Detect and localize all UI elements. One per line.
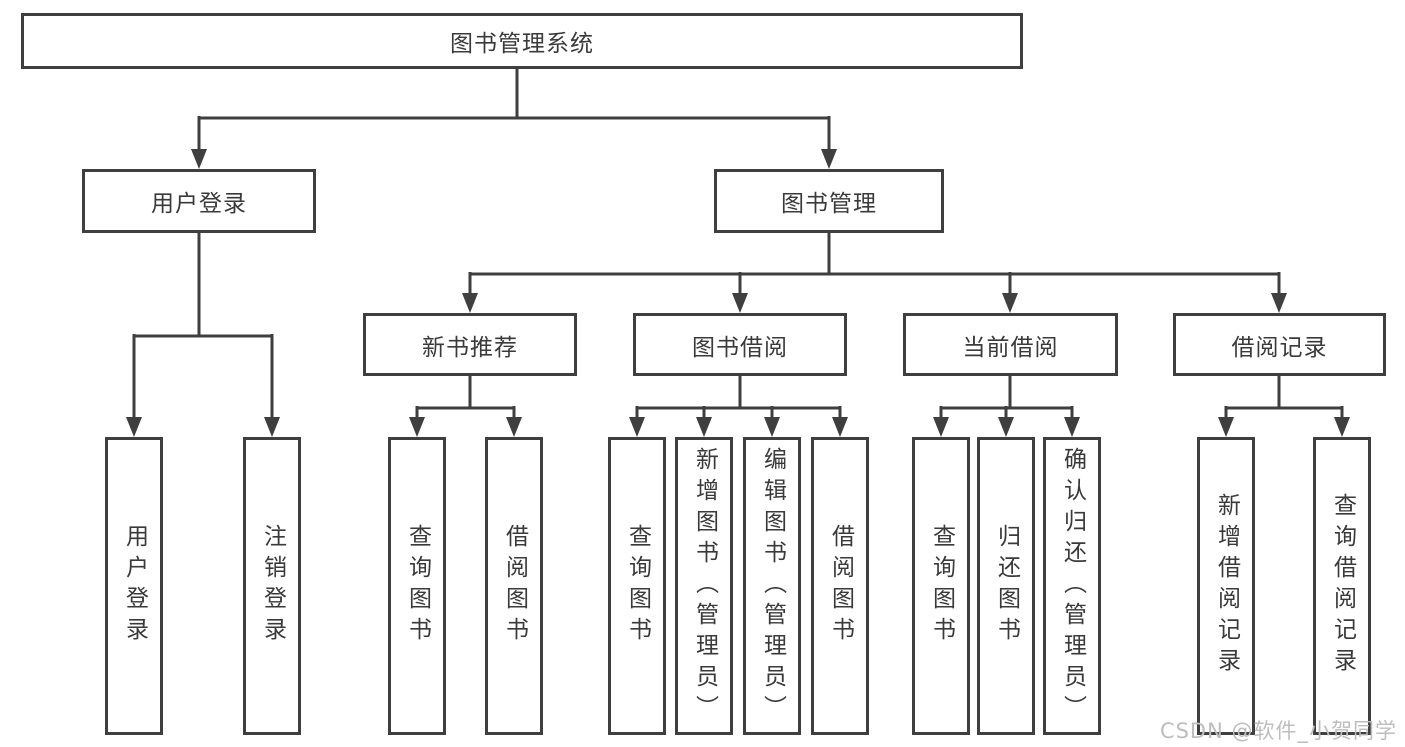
leaf-confirm-return-admin: 确认归还（管理员） — [1043, 437, 1101, 735]
arrowheads-borrow-records-leaves — [1218, 417, 1350, 437]
arrowheads-current-borrow-leaves — [933, 417, 1080, 437]
leaf-borrow-books: 借阅图书 — [811, 437, 869, 735]
connector-book-borrow-to-leaves — [635, 376, 842, 419]
node-library-system: 图书管理系统 — [21, 13, 1023, 69]
node-borrow-records: 借阅记录 — [1173, 313, 1386, 376]
leaf-query-books-borrow: 查询图书 — [608, 437, 666, 735]
connector-borrow-records-to-leaves — [1224, 376, 1344, 419]
leaf-query-books-current: 查询图书 — [912, 437, 970, 735]
arrowheads-book-borrow-leaves — [629, 417, 848, 437]
connector-user-login-to-leaves — [132, 233, 274, 419]
leaf-add-borrow-record: 新增借阅记录 — [1197, 437, 1255, 735]
node-book-management: 图书管理 — [714, 169, 944, 233]
leaf-logout: 注销登录 — [243, 437, 301, 735]
connector-root-to-level2 — [197, 69, 831, 151]
node-user-login: 用户登录 — [82, 169, 316, 233]
node-new-book-recommend: 新书推荐 — [363, 313, 577, 376]
csdn-watermark: CSDN @软件_小贺同学 — [1159, 719, 1397, 743]
node-book-borrow: 图书借阅 — [633, 313, 847, 376]
leaf-edit-book-admin: 编辑图书（管理员） — [743, 437, 801, 735]
arrowheads-level2 — [191, 149, 837, 169]
leaf-return-book: 归还图书 — [977, 437, 1035, 735]
connector-book-mgmt-to-level3 — [468, 233, 1281, 295]
arrowheads-user-login-leaves — [126, 417, 280, 437]
arrowheads-new-book-leaves — [409, 417, 522, 437]
arrowheads-level3 — [462, 293, 1287, 313]
connector-current-borrow-to-leaves — [939, 376, 1074, 419]
leaf-add-book-admin: 新增图书（管理员） — [675, 437, 733, 735]
node-current-borrow: 当前借阅 — [903, 313, 1118, 376]
leaf-query-borrow-record: 查询借阅记录 — [1313, 437, 1371, 735]
connector-new-book-to-leaves — [415, 376, 516, 419]
leaf-borrow-books-recommend: 借阅图书 — [485, 437, 543, 735]
leaf-query-books-recommend: 查询图书 — [388, 437, 446, 735]
leaf-user-login: 用户登录 — [105, 437, 163, 735]
